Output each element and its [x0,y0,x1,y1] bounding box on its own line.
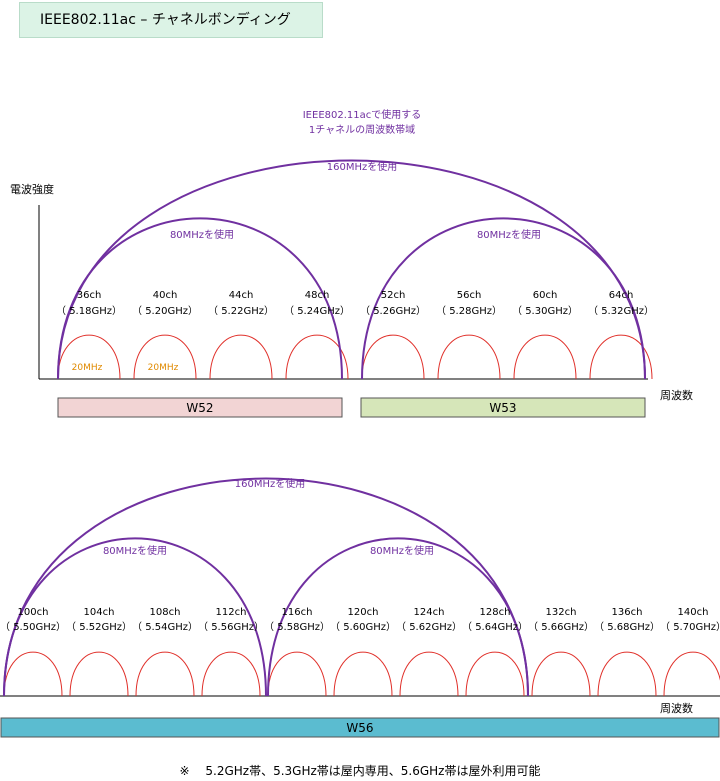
x-axis-label-upper: 周波数 [660,389,693,402]
mhz80-label-lower-1: 80MHzを使用 [370,544,434,557]
footnote: ※ 5.2GHz帯、5.3GHz帯は屋内専用、5.6GHz帯は屋外利用可能 [179,764,541,778]
channel-label-lower-1: 104ch [84,607,115,618]
channel-arc-lower-5 [333,651,393,697]
channel-label-upper-3: 48ch [305,290,330,301]
band-w52-label: W52 [186,401,213,415]
channel-arc-lower-4 [267,651,327,697]
channel-arc-upper-5 [437,334,501,380]
channel-label-lower-5: 120ch [348,607,379,618]
channel-label-upper-6: 60ch [533,290,558,301]
channel-arc-lower-8 [531,651,591,697]
channel-arc-lower-7 [465,651,525,697]
channel-label-lower-7: 128ch [480,607,511,618]
channel-arc-upper-3 [285,334,349,380]
top-annotation-line1: IEEE802.11acで使用する [303,108,422,121]
channel-label-lower-9: 136ch [612,607,643,618]
x-axis-label-lower: 周波数 [660,702,693,715]
axes-group [0,205,720,697]
mhz80-label-upper-1: 80MHzを使用 [477,228,541,241]
channel-arc-lower-9 [597,651,657,697]
channel-label-upper-2: 44ch [229,290,254,301]
channel-label-lower-8: 132ch [546,607,577,618]
channel-arc-lower-0 [3,651,63,697]
channel-arc-upper-2 [209,334,273,380]
y-axis-label: 電波強度 [10,182,54,196]
channel-freq-upper-1: （ 5.20GHz） [132,305,198,317]
channel-label-upper-7: 64ch [609,290,634,301]
channel-arc-lower-6 [399,651,459,697]
channel-label-lower-3: 112ch [216,607,247,618]
channel-label-upper-4: 52ch [381,290,406,301]
band-w53 [360,397,646,418]
channel-freq-upper-5: （ 5.28GHz） [436,305,502,317]
channel-freq-lower-6: （ 5.62GHz） [396,621,462,633]
channel-label-upper-0: 36ch [77,290,102,301]
channel-freq-lower-2: （ 5.54GHz） [132,621,198,633]
channel-freq-lower-1: （ 5.52GHz） [66,621,132,633]
channel-label-upper-1: 40ch [153,290,178,301]
channel-freq-lower-7: （ 5.64GHz） [462,621,528,633]
channel-label-lower-6: 124ch [414,607,445,618]
mhz20-label-1: 20MHz [148,363,179,373]
channel-freq-lower-3: （ 5.56GHz） [198,621,264,633]
band-w53-label: W53 [489,401,516,415]
channel-label-lower-4: 116ch [282,607,313,618]
channel-freq-lower-10: （ 5.70GHz） [660,621,720,633]
diagram-title: IEEE802.11ac – チャネルボンディング [19,2,323,38]
band-w52 [57,397,343,418]
channel-arc-lower-10 [663,651,720,697]
channel-label-lower-10: 140ch [678,607,709,618]
channel-arc-lower-3 [201,651,261,697]
channel-freq-lower-9: （ 5.68GHz） [594,621,660,633]
channel-freq-upper-3: （ 5.24GHz） [284,305,350,317]
channel-freq-lower-8: （ 5.66GHz） [528,621,594,633]
channel-freq-lower-4: （ 5.58GHz） [264,621,330,633]
mhz20-label-0: 20MHz [72,363,103,373]
channel-arc-lower-2 [135,651,195,697]
channel-freq-upper-4: （ 5.26GHz） [360,305,426,317]
channel-label-lower-2: 108ch [150,607,181,618]
channel-arc-upper-1 [133,334,197,380]
arc-160mhz-lower [3,477,529,697]
arc-160mhz-upper [57,159,646,380]
arcs-group [3,159,720,697]
channel-freq-upper-2: （ 5.22GHz） [208,305,274,317]
channel-label-upper-5: 56ch [457,290,482,301]
channel-freq-lower-5: （ 5.60GHz） [330,621,396,633]
channel-freq-upper-6: （ 5.30GHz） [512,305,578,317]
channel-arc-upper-6 [513,334,577,380]
channel-arc-upper-4 [361,334,425,380]
mhz160-label-upper: 160MHzを使用 [327,160,397,173]
mhz160-label-lower: 160MHzを使用 [235,477,305,490]
channel-arc-upper-7 [589,334,653,380]
channel-freq-upper-0: （ 5.18GHz） [56,305,122,317]
top-annotation-line2: 1チャネルの周波数帯域 [309,123,415,136]
channel-arc-upper-0 [57,334,121,380]
mhz80-label-lower-0: 80MHzを使用 [103,544,167,557]
channel-label-lower-0: 100ch [18,607,49,618]
channel-freq-lower-0: （ 5.50GHz） [0,621,66,633]
mhz80-label-upper-0: 80MHzを使用 [170,228,234,241]
band-w56-label: W56 [346,721,373,735]
band-w56 [0,717,720,738]
channel-freq-upper-7: （ 5.32GHz） [588,305,654,317]
channel-arc-lower-1 [69,651,129,697]
